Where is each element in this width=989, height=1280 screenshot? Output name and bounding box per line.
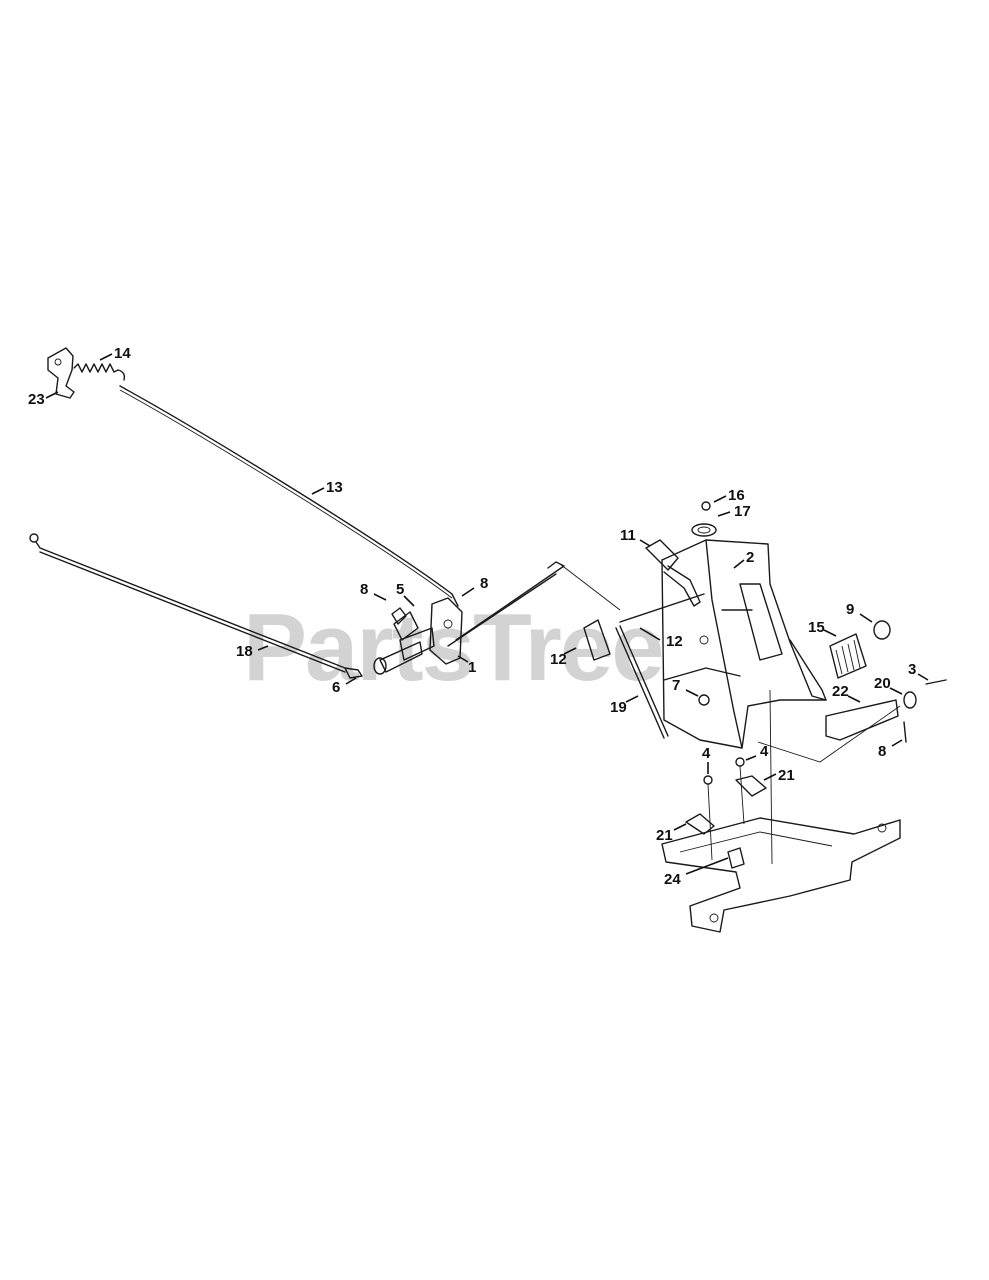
- guide-line: [739, 765, 745, 825]
- callout-5: 5: [396, 581, 404, 598]
- callout-6: 6: [332, 679, 340, 696]
- callout-14: 14: [114, 345, 131, 362]
- rod-18: [29, 533, 363, 679]
- callout-12: 12: [666, 633, 683, 650]
- callout-22: 22: [832, 683, 849, 700]
- spring-14: [73, 363, 126, 381]
- watermark: PartsTree: [243, 594, 663, 701]
- cable-13: [119, 385, 459, 607]
- callout-24: 24: [664, 871, 681, 888]
- knob-17: [691, 523, 717, 537]
- nut-16: [701, 501, 711, 511]
- callout-1: 1: [468, 659, 476, 676]
- nut-4-left: [703, 775, 713, 785]
- callout-11: 11: [620, 527, 636, 544]
- callout-18: 18: [236, 643, 253, 660]
- base-plate: [661, 817, 901, 933]
- callout-8-left: 8: [360, 581, 368, 598]
- bracket-22: [825, 699, 899, 741]
- callout-8-right: 8: [878, 743, 886, 760]
- callout-16: 16: [728, 487, 745, 504]
- callout-21-left: 21: [656, 827, 673, 844]
- guide-line: [757, 705, 901, 763]
- callout-20: 20: [874, 675, 891, 692]
- callout-17: 17: [734, 503, 751, 520]
- nut-9: [873, 620, 891, 640]
- bracket-23: [47, 347, 75, 399]
- clip-21-right: [735, 775, 767, 797]
- clip-21-left: [685, 813, 715, 835]
- pin-8c: [903, 721, 907, 743]
- callout-15: 15: [808, 619, 825, 636]
- callout-2: 2: [746, 549, 754, 566]
- guide-line: [707, 783, 713, 861]
- pedal-15: [829, 633, 867, 679]
- nut-7: [698, 694, 710, 706]
- callout-13: 13: [326, 479, 343, 496]
- callout-7: 7: [672, 677, 680, 694]
- washer-20: [903, 691, 917, 709]
- lever-11: [645, 539, 701, 607]
- callout-3: 3: [908, 661, 916, 678]
- callout-19: 19: [610, 699, 627, 716]
- callouts: 14 23 13 8 5 8 18 6 1 11 16 17 2 12 12 1…: [28, 345, 929, 888]
- pedal-bracket: [661, 539, 827, 749]
- nut-4-right: [735, 757, 745, 767]
- callout-23: 23: [28, 391, 45, 408]
- callout-4-left: 4: [702, 745, 711, 762]
- shaft-assembly-1: [373, 561, 565, 675]
- rod-19: [615, 625, 669, 739]
- rod-12: [559, 563, 705, 623]
- callout-21-right: 21: [778, 767, 795, 784]
- callout-9: 9: [846, 601, 854, 618]
- clip-10: [583, 619, 611, 661]
- bolt-3: [925, 679, 947, 685]
- callout-4-right: 4: [760, 743, 769, 760]
- callout-8-mid: 8: [480, 575, 488, 592]
- callout-10: 12: [550, 651, 567, 668]
